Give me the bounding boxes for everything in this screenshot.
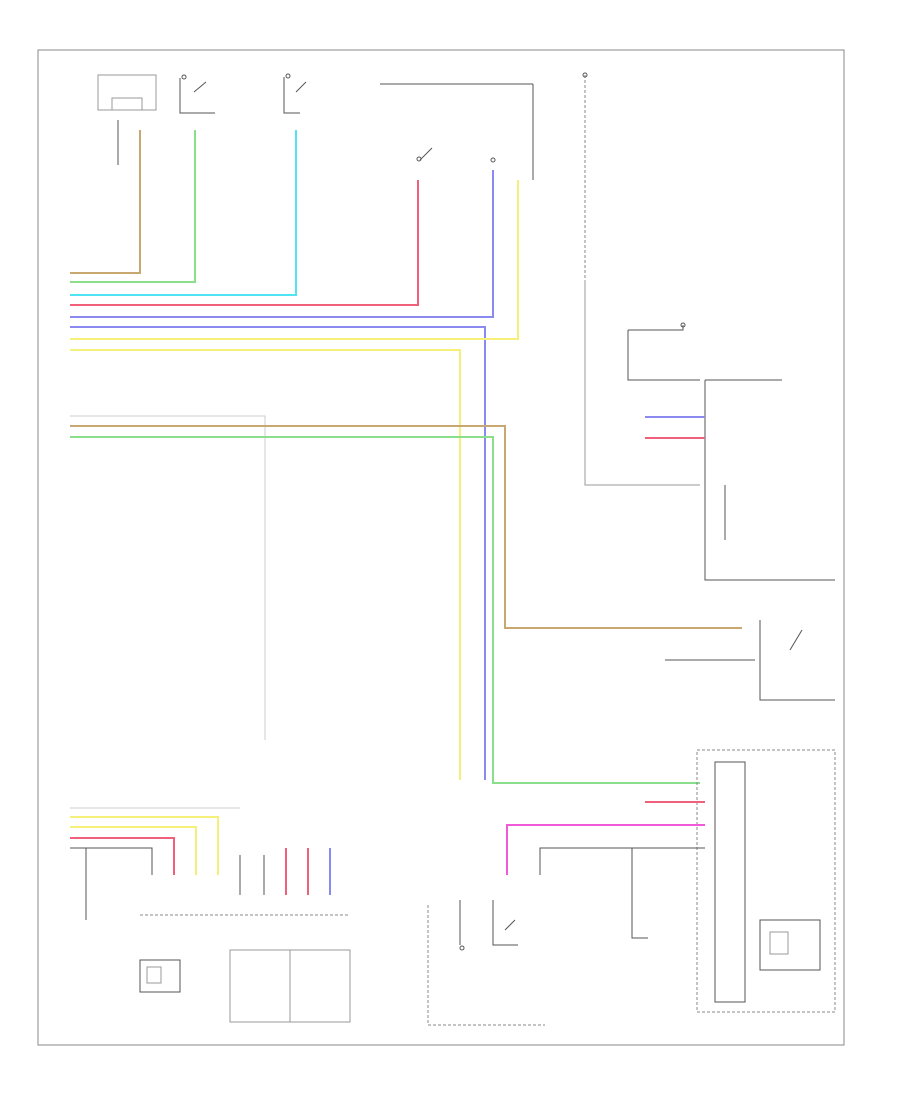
bottom-sensors: [427, 900, 545, 1026]
right-switch: [665, 620, 835, 701]
top-switch-2: [283, 73, 307, 114]
top-connector: [380, 83, 534, 180]
right-relay: [627, 322, 700, 381]
harness-middle: [70, 415, 742, 784]
right-fuse: [582, 72, 588, 280]
harness-upper: [70, 120, 519, 780]
top-switch-1: [179, 74, 215, 114]
top-sensor: [97, 74, 157, 111]
bottom-wiring: [70, 807, 331, 920]
diagram-border: [37, 49, 845, 1046]
engine-control-module: [584, 280, 835, 581]
bottom-module: [139, 914, 351, 1023]
combination-meter: [506, 749, 836, 1013]
